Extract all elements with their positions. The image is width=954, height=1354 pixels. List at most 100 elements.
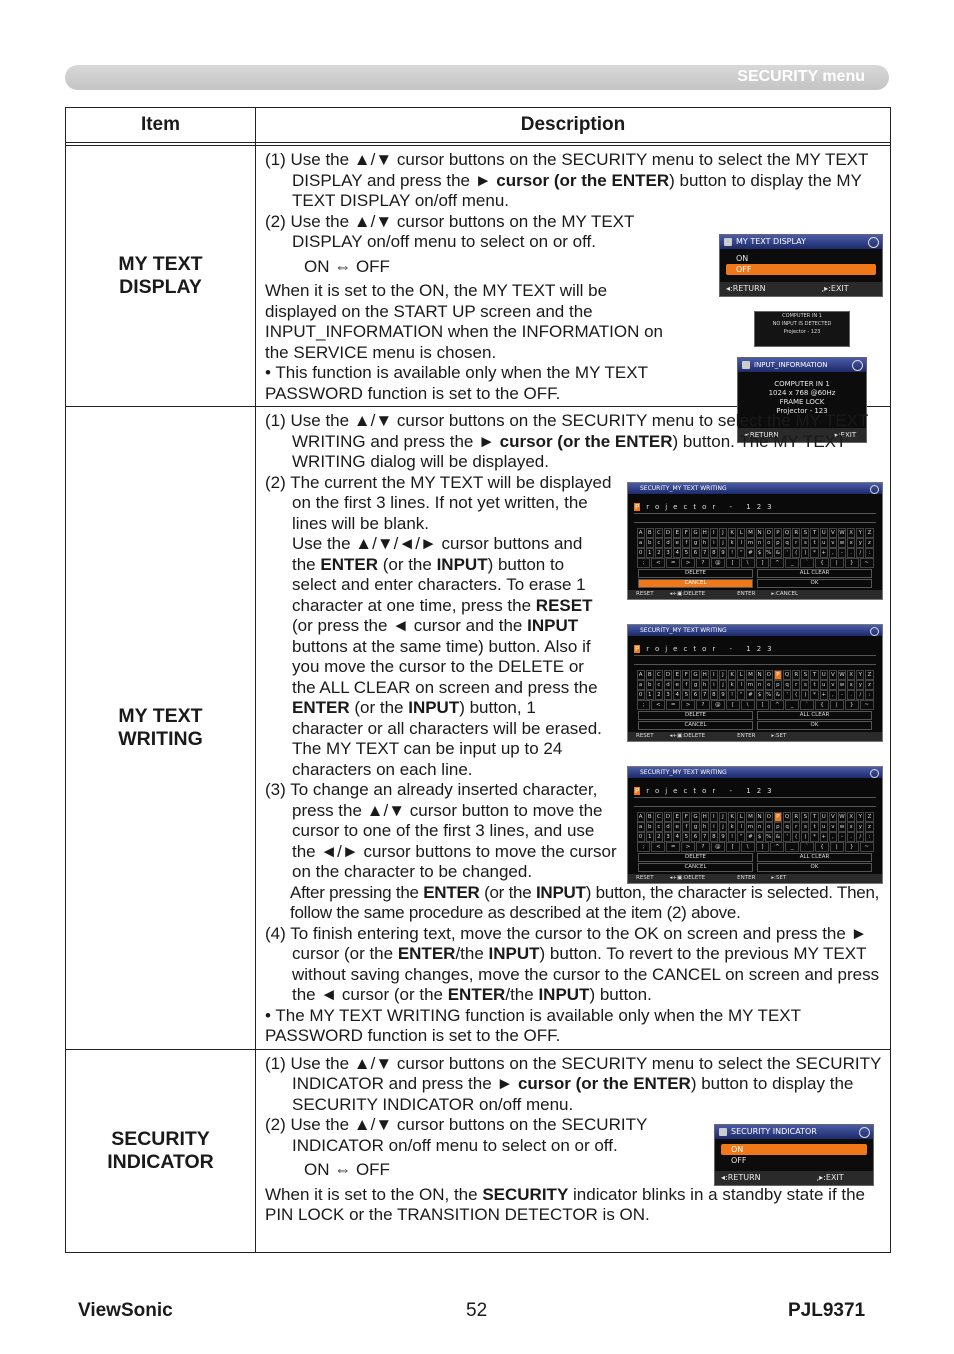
key: V [828, 670, 837, 680]
key: m [746, 680, 755, 690]
key: = [666, 700, 681, 710]
key: I [709, 528, 718, 538]
key: c [654, 538, 663, 548]
key: a [636, 822, 645, 832]
key: V [828, 528, 837, 538]
key: + [819, 832, 828, 842]
key: q [783, 680, 792, 690]
key: 2 [654, 832, 663, 842]
key: B [645, 812, 654, 822]
key: $ [755, 548, 764, 558]
key: @ [710, 700, 725, 710]
key: S [801, 812, 810, 822]
key: 1 [645, 690, 654, 700]
key: $ [755, 832, 764, 842]
key: y [856, 680, 865, 690]
indicator-step-2: (2) Use the ▲/▼ cursor buttons on the SE… [265, 1115, 647, 1155]
key: s [801, 680, 810, 690]
display-onoff: ON ⇔ OFF [304, 256, 390, 276]
key: o [764, 680, 773, 690]
key: U [819, 670, 828, 680]
key: t [810, 538, 819, 548]
key: X [847, 670, 856, 680]
key: L [737, 528, 746, 538]
key: h [700, 822, 709, 832]
key: k [728, 680, 737, 690]
key: ; [636, 558, 651, 568]
close-icon [870, 485, 879, 494]
key: n [755, 822, 764, 832]
key: r [792, 822, 801, 832]
key: T [810, 812, 819, 822]
key: > [681, 842, 695, 852]
key: Z [865, 812, 874, 822]
key: l [737, 680, 746, 690]
key: K [728, 812, 737, 822]
key: : [865, 548, 874, 558]
key: 0 [636, 832, 645, 842]
desc-my-text-writing: (1) Use the ▲/▼ cursor buttons on the SE… [255, 406, 891, 1050]
key: ` [800, 842, 814, 852]
key: } [844, 842, 859, 852]
writing-step-3: (3) To change an already inserted charac… [265, 780, 617, 881]
key: O [764, 670, 773, 680]
row-my-text-display: MY TEXT DISPLAY (1) Use the ▲/▼ cursor b… [65, 145, 891, 443]
key: z [865, 680, 874, 690]
key: 0 [636, 548, 645, 558]
key: & [773, 832, 782, 842]
key: s [801, 538, 810, 548]
footer-model: PJL9371 [788, 1300, 866, 1321]
key: i [709, 822, 718, 832]
key: y [856, 822, 865, 832]
key: v [828, 822, 837, 832]
key: N [755, 670, 764, 680]
key: N [755, 812, 764, 822]
key: , [828, 690, 837, 700]
key: { [815, 558, 829, 568]
close-icon [852, 360, 863, 371]
key: , [828, 548, 837, 558]
key: d [663, 822, 673, 832]
key: < [651, 700, 666, 710]
footer-brand: ViewSonic [78, 1300, 173, 1321]
key: # [746, 690, 755, 700]
key: N [755, 528, 764, 538]
key: b [645, 680, 654, 690]
key: A [636, 812, 645, 822]
item-my-text-writing: MY TEXT WRITING [65, 406, 256, 1050]
key: W [837, 670, 847, 680]
key: ' [783, 548, 792, 558]
writing-note: • The MY TEXT WRITING function is availa… [265, 1005, 801, 1046]
desc-security-indicator: (1) Use the ▲/▼ cursor buttons on the SE… [255, 1048, 891, 1253]
key: ` [800, 700, 814, 710]
key: . [847, 832, 856, 842]
key: | [829, 558, 844, 568]
key: I [709, 812, 718, 822]
key: e [673, 680, 682, 690]
key: $ [755, 690, 764, 700]
key: b [645, 822, 654, 832]
key: & [773, 548, 782, 558]
key: O [764, 812, 773, 822]
key: 8 [709, 690, 718, 700]
key: O [764, 528, 773, 538]
key: P [773, 528, 782, 538]
key: 8 [709, 832, 718, 842]
key: Q [783, 528, 792, 538]
key: w [837, 822, 847, 832]
key: B [645, 528, 654, 538]
key: * [810, 548, 819, 558]
key: W [837, 528, 847, 538]
key: ] [755, 558, 770, 568]
key: 4 [673, 832, 682, 842]
key: 7 [700, 832, 709, 842]
display-para-2: • This function is available only when t… [265, 363, 648, 403]
key: } [844, 700, 859, 710]
key: r [792, 538, 801, 548]
key: 3 [663, 690, 673, 700]
key: : [865, 690, 874, 700]
row-security-indicator: SECURITY INDICATOR (1) Use the ▲/▼ curso… [65, 1048, 891, 1253]
